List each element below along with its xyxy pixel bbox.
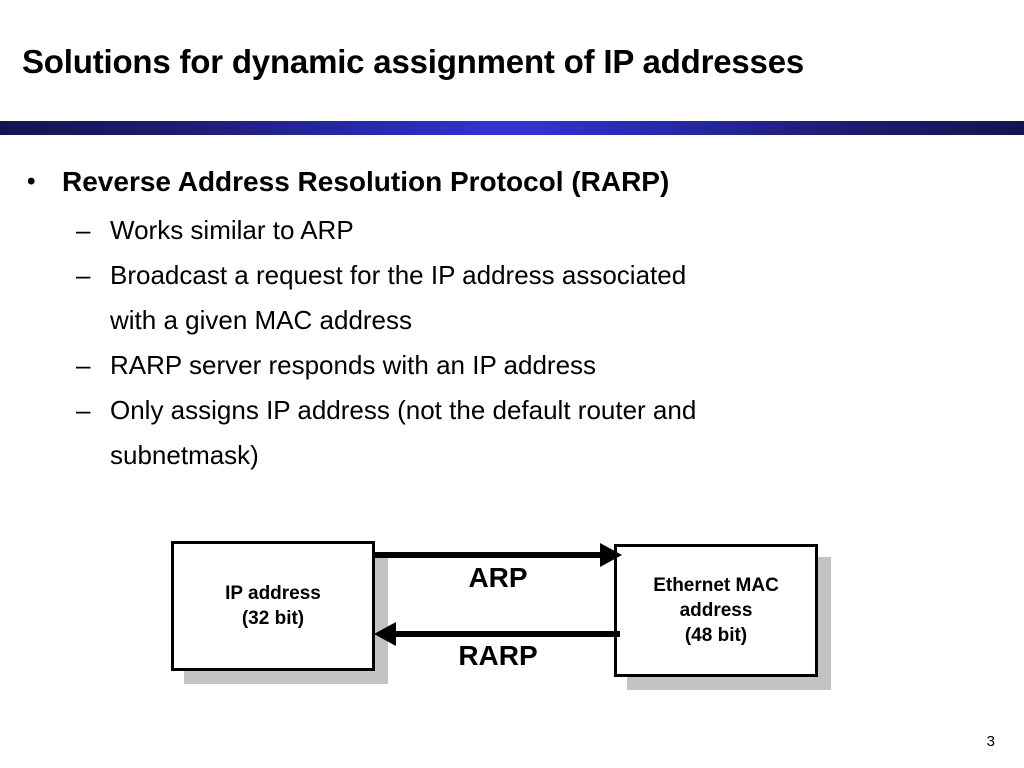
bullet-level2-item: – RARP server responds with an IP addres…	[0, 343, 1010, 388]
mac-address-node-line1: Ethernet MAC	[653, 575, 779, 596]
bullet-level1-rarp: • Reverse Address Resolution Protocol (R…	[0, 160, 1024, 204]
bullet-level2-label: Only assigns IP address (not the default…	[110, 395, 697, 425]
bullet-level2-item: – Broadcast a request for the IP address…	[0, 253, 1010, 343]
arp-rarp-diagram: IP address (32 bit) Ethernet MAC address…	[0, 530, 1024, 705]
bullet-dot-icon: •	[27, 168, 36, 195]
arp-edge-label: ARP	[468, 562, 528, 593]
bullet-level2-label-cont: with a given MAC address	[110, 305, 413, 335]
rarp-arrow-left	[374, 622, 620, 646]
page-title: Solutions for dynamic assignment of IP a…	[22, 43, 804, 80]
dash-marker-icon: –	[76, 260, 91, 290]
diagram-arrows	[374, 543, 622, 646]
title-divider-rule	[0, 121, 1024, 135]
bullet-level2-label: Broadcast a request for the IP address a…	[110, 260, 687, 290]
dash-marker-icon: –	[76, 395, 91, 425]
arp-arrow-right	[374, 543, 622, 567]
ip-address-node-line1: IP address	[225, 583, 321, 604]
mac-address-node-line3: (48 bit)	[684, 625, 748, 646]
bullet-level1-label: Reverse Address Resolution Protocol (RAR…	[62, 166, 670, 197]
bullet-level2-label-cont: subnetmask)	[110, 440, 259, 470]
page-number: 3	[986, 733, 995, 750]
mac-address-node-line2: address	[679, 600, 753, 621]
ip-address-node-line2: (32 bit)	[241, 608, 305, 629]
bullet-level2-item: – Works similar to ARP	[0, 208, 1010, 253]
bullet-level2-label: Works similar to ARP	[110, 215, 354, 245]
bullet-level2-item: – Only assigns IP address (not the defau…	[0, 388, 1010, 478]
rarp-edge-label: RARP	[458, 640, 538, 671]
body-content: • Reverse Address Resolution Protocol (R…	[0, 160, 1024, 478]
dash-marker-icon: –	[76, 215, 91, 245]
dash-marker-icon: –	[76, 350, 91, 380]
ip-address-node: IP address (32 bit)	[171, 541, 375, 671]
mac-address-node: Ethernet MAC address (48 bit)	[614, 544, 818, 677]
bullet-level2-label: RARP server responds with an IP address	[110, 350, 597, 380]
